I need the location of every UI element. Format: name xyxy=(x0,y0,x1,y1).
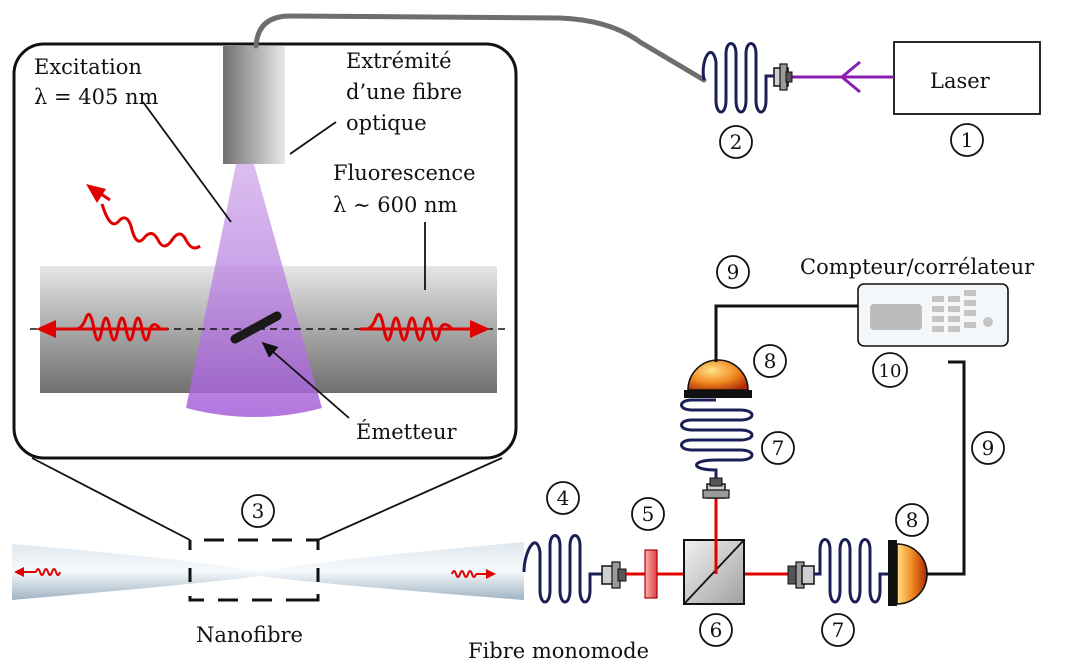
fiber-connector-7-top xyxy=(702,477,730,499)
fiber-connector-4 xyxy=(601,561,627,589)
nanofiber-taper xyxy=(12,542,524,600)
marker-7b-circle xyxy=(821,613,855,647)
single-mode-fiber-label: Fibre monomode xyxy=(468,639,649,661)
marker-1-circle xyxy=(950,123,984,157)
marker-6-circle xyxy=(699,613,733,647)
marker-6: 6 xyxy=(710,618,723,642)
excitation-pointer xyxy=(142,101,232,223)
marker-3: 3 xyxy=(252,499,265,523)
fiber-coil-7-right xyxy=(814,538,888,604)
laser-box xyxy=(893,41,1041,115)
fiber-tip-pointer xyxy=(289,121,337,155)
fiber-tip-label-3: optique xyxy=(346,111,427,135)
marker-10: 10 xyxy=(879,361,902,382)
counter-keypad xyxy=(932,290,976,332)
marker-8a: 8 xyxy=(764,349,777,373)
nanofiber-label: Nanofibre xyxy=(196,623,303,647)
cable-right xyxy=(926,360,966,576)
fiber-connector-7-right xyxy=(787,561,815,589)
excitation-label: Excitation xyxy=(34,55,142,79)
guided-fluorescence-right xyxy=(360,312,490,342)
marker-9b: 9 xyxy=(982,436,995,460)
marker-8a-circle xyxy=(753,344,787,378)
optical-filter xyxy=(644,549,658,599)
taper-signal-left xyxy=(14,567,61,577)
fiber-tip xyxy=(223,46,285,164)
zoom-line-right xyxy=(317,457,503,541)
fiber-tip-label-2: d’une fibre xyxy=(346,80,462,104)
fluorescence-label: Fluorescence xyxy=(333,161,476,185)
marker-4: 4 xyxy=(557,486,570,510)
detector-top xyxy=(684,359,752,398)
marker-8b: 8 xyxy=(906,508,919,532)
laser-arrowhead xyxy=(839,60,861,94)
marker-4-circle xyxy=(546,481,580,515)
beam-splitter xyxy=(683,539,745,605)
detection-chain: Compteur/corrélateur Fibre monomode xyxy=(468,255,1035,661)
fiber-coil-4 xyxy=(522,534,602,604)
excitation-wavelength-label: λ = 405 nm xyxy=(34,85,159,109)
fiber-connector-laser xyxy=(773,63,793,91)
marker-7a-circle xyxy=(761,431,795,465)
free-space-fluorescence xyxy=(86,184,201,250)
counter-correlator[interactable] xyxy=(857,283,1009,347)
laser-section: Laser xyxy=(701,41,1041,115)
wave-packet-right xyxy=(365,312,454,342)
marker-3-circle xyxy=(241,494,275,528)
emitter-pointer xyxy=(261,341,350,419)
optical-fiber-cable xyxy=(253,13,707,83)
guided-fluorescence-left xyxy=(36,312,168,342)
excitation-cone xyxy=(186,164,322,417)
marker-5: 5 xyxy=(642,502,655,526)
zoom-line-left xyxy=(31,457,191,541)
emitter-label: Émetteur xyxy=(356,420,458,444)
marker-10-circle xyxy=(872,352,908,388)
number-markers xyxy=(241,123,1005,647)
marker-5-circle xyxy=(631,497,665,531)
marker-2: 2 xyxy=(730,130,743,154)
marker-7a: 7 xyxy=(772,436,785,460)
fluorescence-wavelength-label: λ ∼ 600 nm xyxy=(333,193,458,217)
fiber-coil-7-top xyxy=(680,398,754,478)
fiber-coil-2 xyxy=(701,42,774,114)
fiber-tip-label-1: Extrémité xyxy=(346,49,452,73)
detector-right xyxy=(888,540,928,606)
emitter-particle xyxy=(230,311,282,344)
marker-2-circle xyxy=(719,125,753,159)
marker-9a: 9 xyxy=(727,260,740,284)
cable-top xyxy=(714,304,858,362)
counter-label: Compteur/corrélateur xyxy=(800,255,1035,279)
marker-9a-circle xyxy=(716,255,750,289)
laser-label: Laser xyxy=(930,69,991,93)
counter-knob[interactable] xyxy=(983,317,993,327)
marker-7b: 7 xyxy=(832,618,845,642)
taper-signal-right xyxy=(451,569,496,579)
marker-8b-circle xyxy=(895,503,929,537)
marker-9b-circle xyxy=(971,431,1005,465)
wave-packet-left xyxy=(75,312,162,342)
counter-display xyxy=(870,304,922,330)
marker-1: 1 xyxy=(961,128,974,152)
inset-panel: Excitation λ = 405 nm Extrémité d’une fi… xyxy=(12,42,518,460)
nanofiber-section: Nanofibre xyxy=(12,457,524,647)
